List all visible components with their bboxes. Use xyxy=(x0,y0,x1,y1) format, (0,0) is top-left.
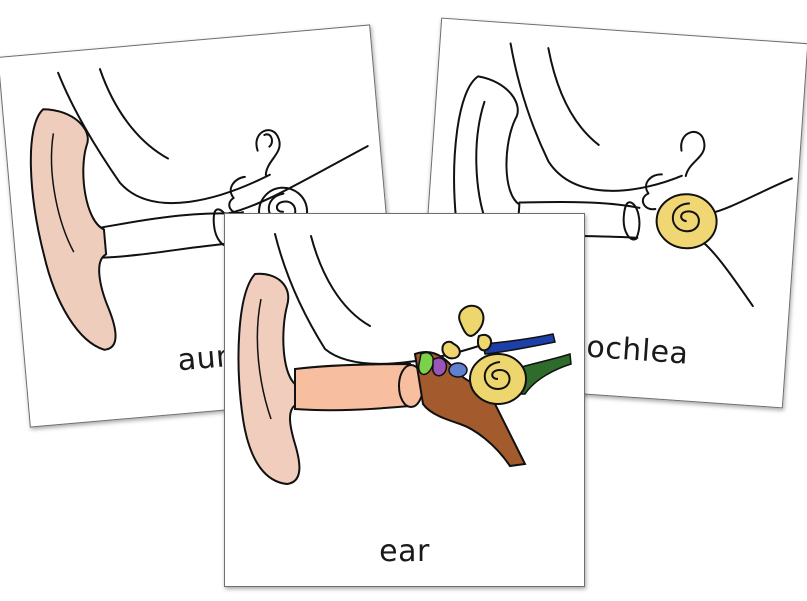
auricle-shape xyxy=(29,108,117,351)
ossicle-green-part xyxy=(417,352,435,376)
eustachian-part xyxy=(413,351,527,468)
cochlear-nerve-part xyxy=(514,352,572,395)
ear-diagram-full-icon xyxy=(237,233,572,486)
vestibular-nerve-part xyxy=(482,333,556,355)
ear-card: ear xyxy=(224,213,585,587)
cochlea-card: cochlea xyxy=(415,17,807,409)
ossicle-blue-part xyxy=(448,362,468,378)
auricle-part xyxy=(237,272,301,486)
ear-label: ear xyxy=(379,534,430,569)
ear-canal-part xyxy=(294,362,411,412)
ear-diagram-cochlea-icon xyxy=(453,42,793,325)
ossicle-purple-part xyxy=(431,357,448,377)
